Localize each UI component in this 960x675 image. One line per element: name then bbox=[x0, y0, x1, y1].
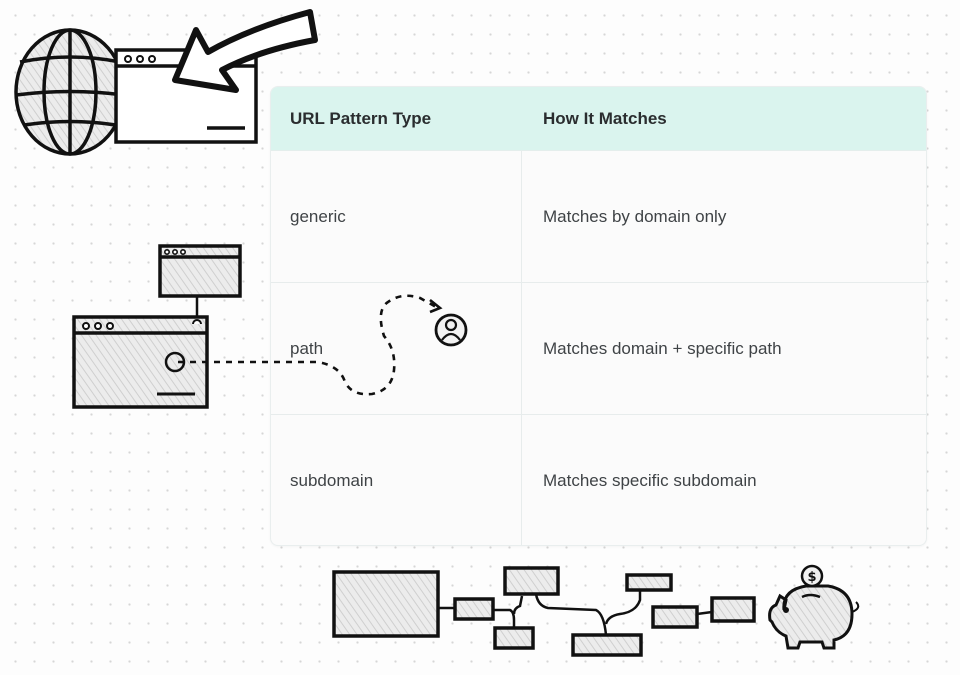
globe-icon bbox=[14, 28, 126, 156]
flowchart-boxes bbox=[332, 566, 756, 657]
cell-pattern-type: generic bbox=[271, 151, 522, 282]
browser-window-icon bbox=[72, 315, 209, 409]
header-url-pattern-type: URL Pattern Type bbox=[290, 108, 432, 128]
user-icon bbox=[434, 313, 468, 347]
arrow-icon bbox=[172, 9, 318, 93]
arrow-head-icon bbox=[429, 298, 443, 314]
table-row: path Matches domain + specific path bbox=[271, 283, 926, 415]
cell-pattern-type: path bbox=[271, 283, 522, 414]
dashed-path bbox=[178, 294, 439, 396]
cell-match-description: Matches domain + specific path bbox=[543, 338, 782, 358]
url-pattern-table: URL Pattern Type How It Matches generic … bbox=[270, 86, 927, 546]
table-row: subdomain Matches specific subdomain bbox=[271, 415, 926, 545]
dollar-coin-icon bbox=[800, 564, 824, 588]
table-header: URL Pattern Type How It Matches bbox=[271, 87, 926, 151]
browser-window-icon bbox=[158, 244, 242, 318]
cell-match-description: Matches by domain only bbox=[543, 206, 727, 226]
cell-match-description: Matches specific subdomain bbox=[543, 470, 757, 490]
dollar-symbol: $ bbox=[807, 570, 816, 585]
piggy-bank-icon bbox=[768, 584, 860, 650]
header-how-it-matches: How It Matches bbox=[543, 108, 667, 128]
table-row: generic Matches by domain only bbox=[271, 151, 926, 283]
cell-pattern-type: subdomain bbox=[271, 415, 522, 545]
